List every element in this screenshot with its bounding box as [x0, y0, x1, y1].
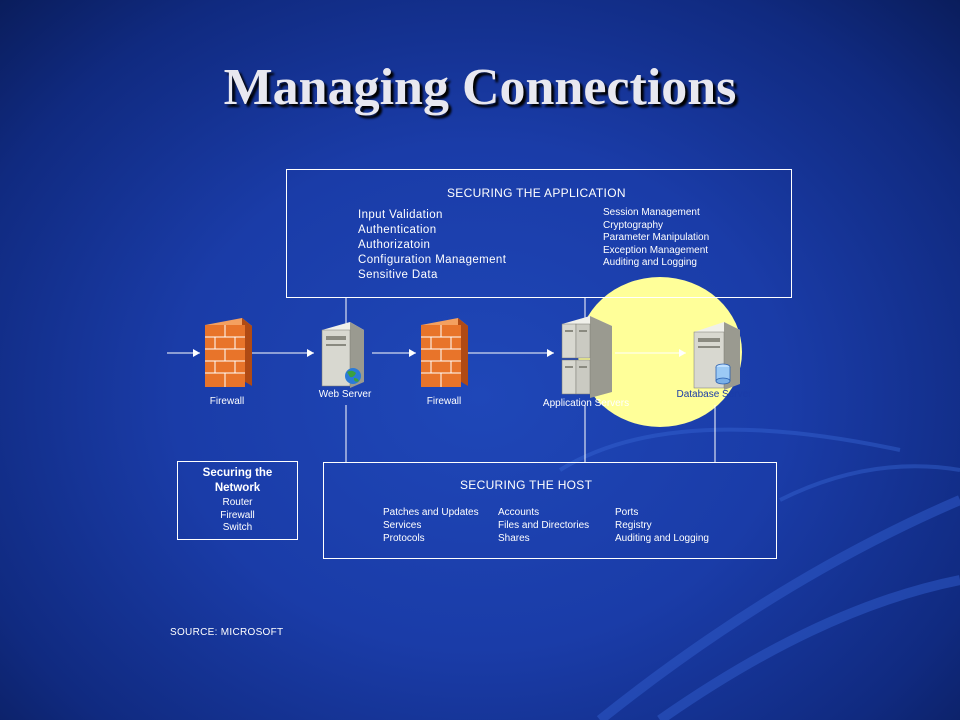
securing-host-box: SECURING THE HOST Patches and Updates Se… [323, 462, 777, 559]
decorative-swoosh [596, 495, 960, 720]
list-item: Files and Directories [498, 520, 590, 531]
list-item: Configuration Management [358, 254, 507, 266]
web-server-label: Web Server [318, 389, 372, 400]
host-box-title: SECURING THE HOST [460, 478, 593, 492]
list-item: Exception Management [603, 244, 709, 256]
firewall-icon [205, 318, 252, 387]
list-item: Registry [615, 520, 652, 531]
arrow-heads [193, 349, 686, 357]
list-item: Cryptography [603, 219, 664, 231]
list-item: Protocols [383, 533, 425, 544]
list-item: Auditing and Logging [615, 533, 709, 544]
connector-lines [167, 297, 716, 462]
securing-application-box: SECURING THE APPLICATION Input Validatio… [286, 169, 792, 298]
list-item: Authentication [358, 224, 437, 236]
list-item: Patches and Updates [383, 507, 479, 518]
application-box-title: SECURING THE APPLICATION [447, 186, 626, 200]
list-item: Firewall [220, 509, 255, 521]
host-column-1: Patches and Updates Services Protocols [383, 506, 479, 545]
highlight-ellipse [578, 277, 742, 427]
list-item: Accounts [498, 507, 540, 518]
list-item: Shares [498, 533, 530, 544]
firewall-icon [421, 318, 468, 387]
database-server-icon [693, 322, 740, 390]
application-left-list: Input Validation Authentication Authoriz… [358, 208, 506, 283]
firewall-label: Firewall [426, 396, 462, 407]
app-servers-icon [561, 316, 612, 398]
list-item: Authorizatoin [358, 239, 431, 251]
list-item: Sensitive Data [358, 269, 438, 281]
app-servers-label: Application Servers [542, 398, 630, 409]
decorative-swoosh-2 [558, 427, 960, 502]
firewall-label: Firewall [209, 396, 245, 407]
list-item: Auditing and Logging [603, 257, 697, 269]
web-server-icon [321, 322, 364, 388]
page-title: Managing Connections [223, 59, 737, 116]
list-item: Parameter Manipulation [603, 232, 710, 244]
list-item: Services [383, 520, 422, 531]
network-box-title-line2: Network [214, 482, 261, 494]
list-item: Session Management [603, 207, 700, 218]
list-item: Switch [222, 522, 253, 533]
database-server-label: Database Server [676, 389, 752, 400]
application-right-list: Session Management Cryptography Paramete… [603, 207, 709, 270]
list-item: Router [222, 497, 253, 508]
securing-network-box: Securing the Network Router Firewall Swi… [177, 461, 298, 540]
network-box-title-line1: Securing the [202, 467, 273, 479]
list-item: Ports [615, 507, 639, 518]
host-column-3: Ports Registry Auditing and Logging [615, 506, 709, 545]
host-column-2: Accounts Files and Directories Shares [498, 506, 589, 545]
source-note: SOURCE: MICROSOFT [170, 627, 284, 638]
list-item: Input Validation [358, 209, 443, 221]
network-list: Router Firewall Switch [178, 497, 297, 535]
